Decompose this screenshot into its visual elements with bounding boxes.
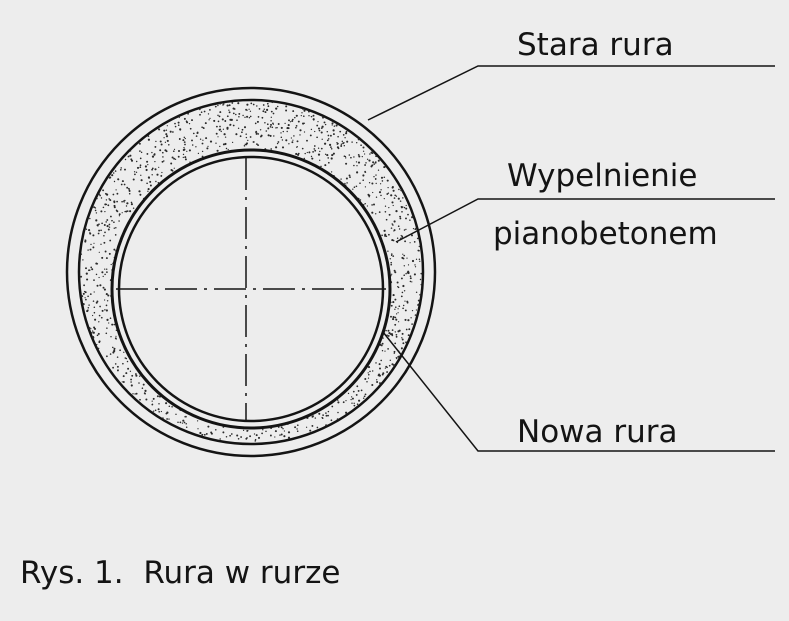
figure-caption: Rys. 1. Rura w rurze: [20, 555, 340, 591]
label-old-pipe: Stara rura: [517, 27, 674, 63]
old-pipe-inner-wall: [77, 98, 425, 446]
label-new-pipe: Nowa rura: [517, 414, 678, 450]
leader-filling: [395, 198, 775, 243]
leader-old-pipe: [367, 65, 775, 121]
foam-concrete-filling: [80, 101, 423, 442]
old-pipe-outer-wall: [65, 86, 437, 458]
leader-new-pipe: [382, 331, 775, 452]
label-filling-line1: Wypelnienie: [507, 158, 697, 194]
label-filling-line2: pianobetonem: [493, 216, 718, 252]
